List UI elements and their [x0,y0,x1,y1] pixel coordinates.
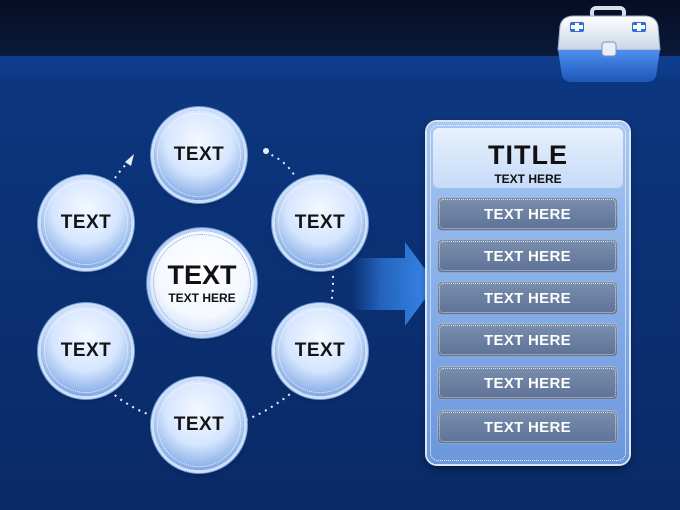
cycle-node-label: TEXT [173,144,225,165]
panel-item-label: TEXT HERE [484,374,571,392]
cycle-node-label: TEXT [60,212,112,233]
panel-item-label: TEXT HERE [484,247,571,265]
panel-item-label: TEXT HERE [484,289,571,307]
panel-header [433,128,623,188]
right-arrow-icon [352,242,436,326]
cycle-node-upper-left: TEXT [41,178,131,268]
panel-item: TEXT HERE [437,197,618,231]
cycle-node-label: TEXT [60,340,112,361]
panel-subtitle: TEXT HERE [494,172,562,186]
panel-item: TEXT HERE [437,410,618,444]
panel-item-label: TEXT HERE [484,331,571,349]
header-band [0,56,680,78]
center-subtitle: TEXT HERE [168,290,236,305]
title-panel: TITLE TEXT HERE TEXT HERE TEXT HERE TEXT… [427,122,629,464]
cycle-node-bottom: TEXT [154,380,244,470]
cycle-node-upper-right: TEXT [275,178,365,268]
cycle-node-label: TEXT [173,414,225,435]
panel-item: TEXT HERE [437,366,618,400]
cycle-node-top: TEXT [154,110,244,200]
center-title: TEXT [167,259,237,290]
panel-item: TEXT HERE [437,323,618,357]
cycle-node-label: TEXT [294,212,346,233]
panel-item: TEXT HERE [437,239,618,273]
cycle-node-lower-right: TEXT [275,306,365,396]
cycle-node-label: TEXT [294,340,346,361]
cycle-node-lower-left: TEXT [41,306,131,396]
panel-item-label: TEXT HERE [484,205,571,223]
medical-kit-icon [557,6,661,82]
panel-item: TEXT HERE [437,281,618,315]
panel-item-label: TEXT HERE [484,418,571,436]
cycle-center-node: TEXT TEXT HERE [150,231,254,335]
panel-title: TITLE [488,140,568,170]
